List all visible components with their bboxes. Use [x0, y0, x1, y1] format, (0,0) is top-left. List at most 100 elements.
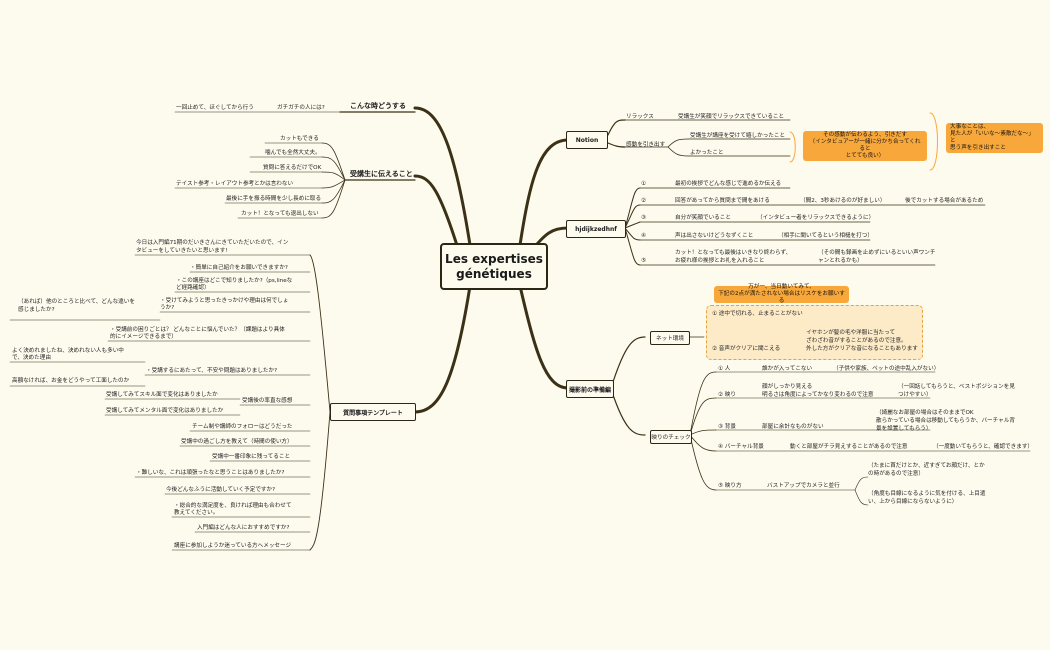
- hjd-item-5-line1[interactable]: カット！となっても最後はいきなり終わらず、: [675, 250, 792, 256]
- tsutaeru-item-4[interactable]: テイスト参考・レイアウト参考とかは言わない: [176, 181, 294, 187]
- template-q10[interactable]: ・難しいな、これは頑張ったなと思うことはありましたか?: [136, 470, 285, 476]
- hjd-item-1[interactable]: 最初の挨拶でどんな感じで進めるか伝える: [675, 181, 782, 187]
- check-3-a[interactable]: 部屋に余計なものがない: [762, 424, 824, 430]
- hjd-item-5-extra2[interactable]: ャンとれるかも）: [818, 258, 863, 264]
- topic-template[interactable]: 質問事項テンプレート: [330, 403, 416, 421]
- tsutaeru-item-3[interactable]: 質問に答えるだけでOK: [263, 165, 322, 171]
- template-q12-2[interactable]: 教えてください。: [174, 510, 219, 516]
- hjd-item-2-extra[interactable]: （間2、3秒あけるのが好ましい）: [800, 198, 886, 204]
- template-q3-side-2[interactable]: 感じましたか?: [18, 307, 55, 313]
- check-2-a1[interactable]: 顔がしっかり見える: [762, 384, 813, 390]
- template-intro-2[interactable]: タビューをしていきたいと思います!: [136, 248, 228, 254]
- check-5-a[interactable]: バストアップでカメラと並行: [767, 483, 840, 489]
- template-q4-1[interactable]: ・受講前の困りごとは？ どんなことに悩んでいた？（課題はより具体: [110, 327, 285, 333]
- template-q5-side-3[interactable]: 高額なければ、お金をどうやって工面したのか: [12, 378, 130, 384]
- template-q3-2[interactable]: うか?: [160, 305, 175, 311]
- net-req-2[interactable]: ② 音声がクリアに聞こえる: [712, 346, 781, 352]
- tsutaeru-item-6[interactable]: カット！となっても退出しない: [241, 211, 319, 217]
- template-q11[interactable]: 今後どんなふうに活動していく予定ですか?: [166, 487, 276, 493]
- template-q1[interactable]: ・簡単に自己紹介をお願いできますか?: [190, 265, 288, 271]
- check-2-b1[interactable]: （一回話してもらうと、ベストポジションを見: [898, 384, 1015, 390]
- template-q6[interactable]: 受講後の率直な感想: [242, 398, 293, 404]
- notion-relax[interactable]: リラックス: [626, 114, 654, 120]
- check-5-b2[interactable]: の時があるので注意）: [868, 471, 924, 477]
- hjd-num-2: ②: [641, 198, 647, 204]
- template-q12-1[interactable]: ・総合的な満足度を、良ければ理由も合わせて: [174, 503, 292, 509]
- check-1-a[interactable]: 誰かが入ってこない: [762, 366, 813, 372]
- template-q5-side-2[interactable]: で、決めた理由: [12, 355, 51, 361]
- hjd-item-4-extra[interactable]: （相手に聞いてるという相槌を打つ）: [778, 233, 873, 239]
- notion-callout-2[interactable]: 大事なことは、 見た人が「いいな〜素敵だな〜」と 思う声を引き出すこと: [946, 123, 1043, 153]
- hjd-item-3[interactable]: 自分が笑顔でいること: [675, 215, 731, 221]
- hjd-num-1: ①: [641, 181, 647, 187]
- check-2-b2[interactable]: つけやすい）: [898, 392, 932, 398]
- template-q14[interactable]: 講座に参加しようか迷っている方へメッセージ: [174, 543, 292, 549]
- template-q13[interactable]: 入門編はどんな人におすすめですか?: [197, 525, 290, 531]
- template-q2-1[interactable]: ・この講座はどこで知りましたか?（ps,lineな: [176, 278, 293, 284]
- tsutaeru-item-1[interactable]: カットもできる: [280, 136, 319, 142]
- prep-warning[interactable]: 万が一、当日動いてみて、 下記の2点が満たされない場合はリスケをお願いする: [714, 284, 849, 304]
- notion-kando-2[interactable]: よかったこと: [690, 150, 724, 156]
- check-4-a[interactable]: 動くと部屋がチラ見えすることがあるので注意: [790, 444, 908, 450]
- root-title-line2: génétiques: [456, 266, 532, 281]
- hjd-item-5-extra[interactable]: （その間も録画を止めずにいるといい声ワンチ: [818, 250, 936, 256]
- hjd-item-2-extra2[interactable]: 後でカットする場合があるため: [905, 198, 984, 204]
- check-4-b[interactable]: （一度動いてもらうと、確認できます）: [933, 444, 1034, 450]
- net-req-2-detail-1[interactable]: イヤホンが髪の毛や洋服に当たって: [806, 330, 896, 336]
- template-q5[interactable]: ・受講するにあたって、不安や問題はありましたか?: [146, 368, 278, 374]
- root-topic[interactable]: Les expertises génétiques: [440, 243, 548, 290]
- template-q6-a[interactable]: 受講してみてスキル面で変化はありましたか: [106, 392, 218, 398]
- check-5[interactable]: ⑤ 映り方: [718, 483, 742, 489]
- hjd-item-3-extra[interactable]: （インタビュー者をリラックスできるように）: [757, 215, 875, 221]
- notion-relax-detail[interactable]: 受講生が笑顔でリラックスできていること: [678, 114, 785, 120]
- topic-prep[interactable]: 撮影前の準備編: [566, 380, 614, 398]
- check-5-c1[interactable]: （角度も目線になるように気を付ける、上目遣: [868, 491, 986, 497]
- notion-kando[interactable]: 感動を引き出す: [626, 142, 666, 148]
- tsutaeru-item-2[interactable]: 噛んでも全然大丈夫。: [265, 150, 321, 156]
- topic-hjd[interactable]: hjdijkzedhnf: [566, 220, 626, 238]
- notion-callout-1[interactable]: その感動が伝わるよう、引きだす （インタビュアーが一緒に分かち合ってくれると と…: [803, 131, 927, 161]
- template-q2-2[interactable]: ど経路確認）: [176, 285, 210, 291]
- prep-check[interactable]: 映りのチェック: [650, 430, 692, 444]
- hjd-item-2[interactable]: 回答があってから質問まで間をあける: [675, 198, 770, 204]
- template-q9[interactable]: 受講中一番印象に残ってること: [212, 454, 291, 460]
- net-req-1[interactable]: ① 途中で切れる、止まることがない: [712, 311, 803, 317]
- template-q3-side-1[interactable]: （あれば）他のところと比べて、どんな違いを: [18, 299, 135, 305]
- check-2[interactable]: ② 映り: [718, 392, 736, 398]
- template-q4-2[interactable]: 的にイメージできるまで）: [110, 334, 177, 340]
- check-3-b2[interactable]: 散らかっている場合は移動してもらうか、バーチャル背: [876, 418, 1015, 424]
- topic-notion[interactable]: Notion: [566, 131, 608, 149]
- callout-2-line3: 思う声を引き出すこと: [950, 145, 1006, 151]
- tsutaeru-item-5[interactable]: 最後に手を振る時間を少し長めに取る: [226, 196, 322, 202]
- template-q5-side-1[interactable]: よく決めれましたね、決めれない人も多い中: [12, 348, 124, 354]
- template-q6-b[interactable]: 受講してみてメンタル面で変化はありましたか: [106, 408, 224, 414]
- notion-kando-1[interactable]: 受講生が講座を受けて嬉しかったこと: [690, 133, 786, 139]
- check-5-b1[interactable]: （たまに首だけとか、近すぎてお顔だけ、とか: [868, 463, 985, 469]
- net-req-2-detail-2[interactable]: ざわざわ音がすることがあるので注意。: [806, 338, 907, 344]
- topic-tsutaeru[interactable]: 受講生に伝えること: [350, 170, 413, 178]
- konna-answer[interactable]: 一回止めて、ほぐしてから行う: [176, 105, 254, 111]
- check-1-b[interactable]: （子供や家族、ペットの途中乱入がない）: [833, 366, 940, 372]
- check-4[interactable]: ④ バーチャル背景: [718, 444, 764, 450]
- callout-2-line2: 見た人が「いいな〜素敵だな〜」と: [950, 131, 1034, 144]
- konna-question[interactable]: ガチガチの人には?: [277, 105, 325, 111]
- template-q7[interactable]: チーム制や講師のフォローはどうだった: [192, 424, 293, 430]
- prep-net[interactable]: ネット環境: [650, 331, 690, 345]
- template-q8[interactable]: 受講中の過ごし方を教えて（時間の使い方）: [181, 439, 293, 445]
- callout-1-line2: （インタビュアーが一緒に分かち合ってくれると: [809, 139, 921, 152]
- template-q3-1[interactable]: ・受けてみようと思ったきっかけや理由は何でしょ: [160, 298, 289, 304]
- net-req-2-detail-3[interactable]: 外した方がクリアな音になることもあります: [806, 346, 918, 352]
- hjd-item-5-line2[interactable]: お疲れ様の挨拶とお礼を入れること: [675, 258, 765, 264]
- hjd-item-4[interactable]: 声は出さないけどうなずくこと: [675, 233, 754, 239]
- template-intro-1[interactable]: 今日は入門編71期のだいきさんにきていただいたので、イン: [136, 240, 289, 246]
- check-3[interactable]: ③ 背景: [718, 424, 736, 430]
- check-3-b3[interactable]: 景を設置してもらう）: [876, 426, 932, 432]
- check-1[interactable]: ① 人: [718, 366, 731, 372]
- root-title-line1: Les expertises: [445, 251, 543, 266]
- check-5-c2[interactable]: い、上から目線にならないように）: [868, 499, 958, 505]
- topic-konna[interactable]: こんな時どうする: [350, 102, 406, 110]
- warning-line2: 下記の2点が満たされない場合はリスケをお願いする: [718, 291, 845, 304]
- check-2-a2[interactable]: 明るさは角度によってかなり変わるので注意: [762, 392, 874, 398]
- check-3-b1[interactable]: （綺麗なお部屋の場合はそのままでOK: [876, 410, 974, 416]
